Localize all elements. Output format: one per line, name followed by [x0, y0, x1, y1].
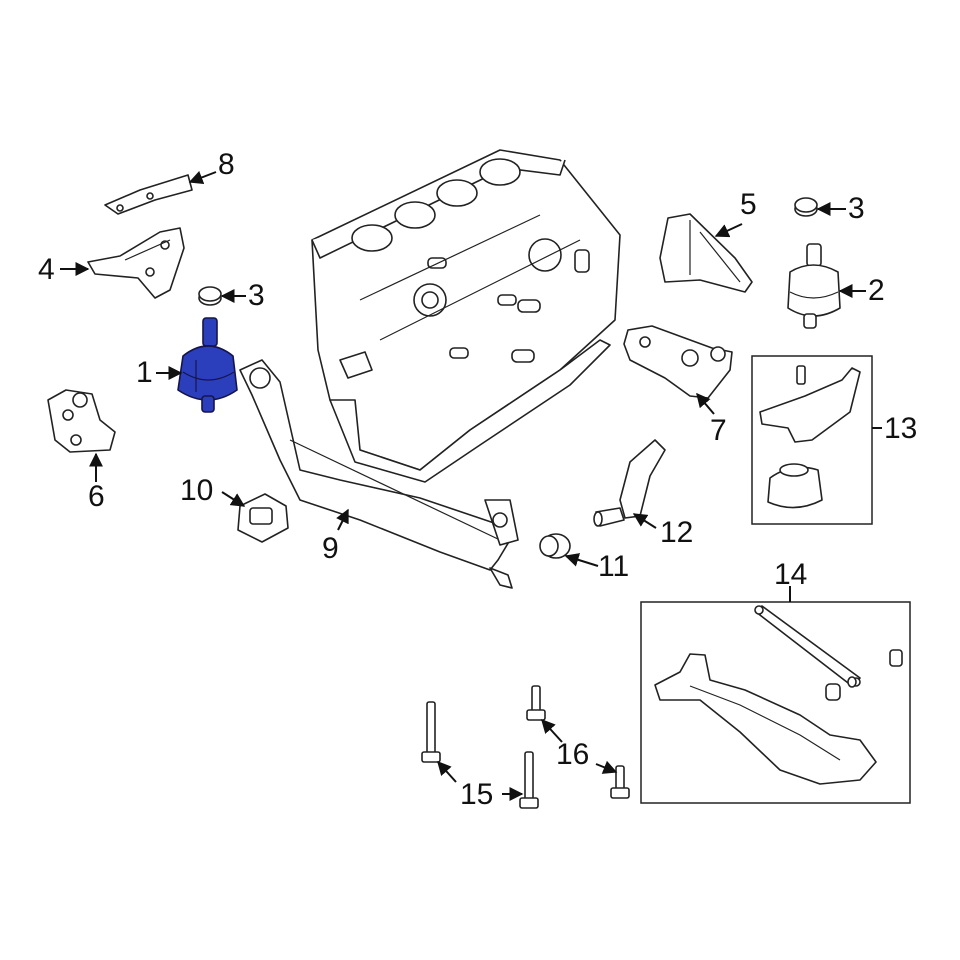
part-3-washer-lower — [198, 286, 222, 306]
callout-15: 15 — [460, 778, 494, 811]
callout-7: 7 — [710, 414, 727, 447]
part-16-bolt-lower — [610, 765, 630, 799]
part-9-crossmember — [239, 359, 519, 589]
callout-16: 16 — [556, 738, 590, 771]
callout-3-upper: 3 — [848, 192, 865, 225]
leader-10 — [221, 491, 246, 507]
leader-8 — [188, 170, 217, 185]
callout-3-lower: 3 — [248, 279, 265, 312]
part-16-bolt-upper — [526, 685, 546, 721]
callout-8: 8 — [218, 148, 235, 181]
part-1-engine-mount — [177, 317, 238, 413]
part-6-bracket — [47, 389, 116, 453]
part-5-bracket — [659, 213, 753, 293]
engine-block — [311, 149, 621, 483]
part-4-bracket — [87, 227, 185, 299]
leader-15-left — [437, 760, 457, 783]
callout-2: 2 — [868, 274, 885, 307]
part-7-bracket — [623, 325, 733, 399]
leader-16-left — [541, 718, 563, 743]
leader-7 — [696, 392, 715, 415]
leader-11 — [564, 553, 599, 567]
callout-9: 9 — [322, 532, 339, 565]
callout-12: 12 — [660, 516, 694, 549]
callout-1: 1 — [136, 356, 153, 389]
part-15-bolt-short — [519, 751, 539, 809]
callout-13: 13 — [884, 412, 918, 445]
callout-5: 5 — [740, 188, 757, 221]
part-12-bracket — [593, 439, 666, 527]
callout-11: 11 — [598, 550, 630, 583]
callout-6: 6 — [88, 480, 105, 513]
leader-lines — [60, 170, 882, 801]
leader-5 — [714, 223, 743, 238]
part-15-bolt-long — [421, 701, 441, 763]
callout-4: 4 — [38, 253, 55, 286]
leader-9 — [336, 508, 349, 531]
part-2-mount — [787, 243, 841, 329]
leader-16-right — [595, 760, 618, 774]
part-10-pad — [237, 493, 289, 543]
leader-12 — [632, 513, 657, 529]
part-8-bracket — [104, 174, 193, 215]
callout-14: 14 — [774, 558, 808, 591]
part-14-group — [640, 601, 911, 804]
part-11-bushing — [539, 533, 571, 559]
callout-10: 10 — [180, 474, 214, 507]
part-13-group — [751, 355, 873, 525]
part-3-washer-upper — [794, 197, 818, 217]
